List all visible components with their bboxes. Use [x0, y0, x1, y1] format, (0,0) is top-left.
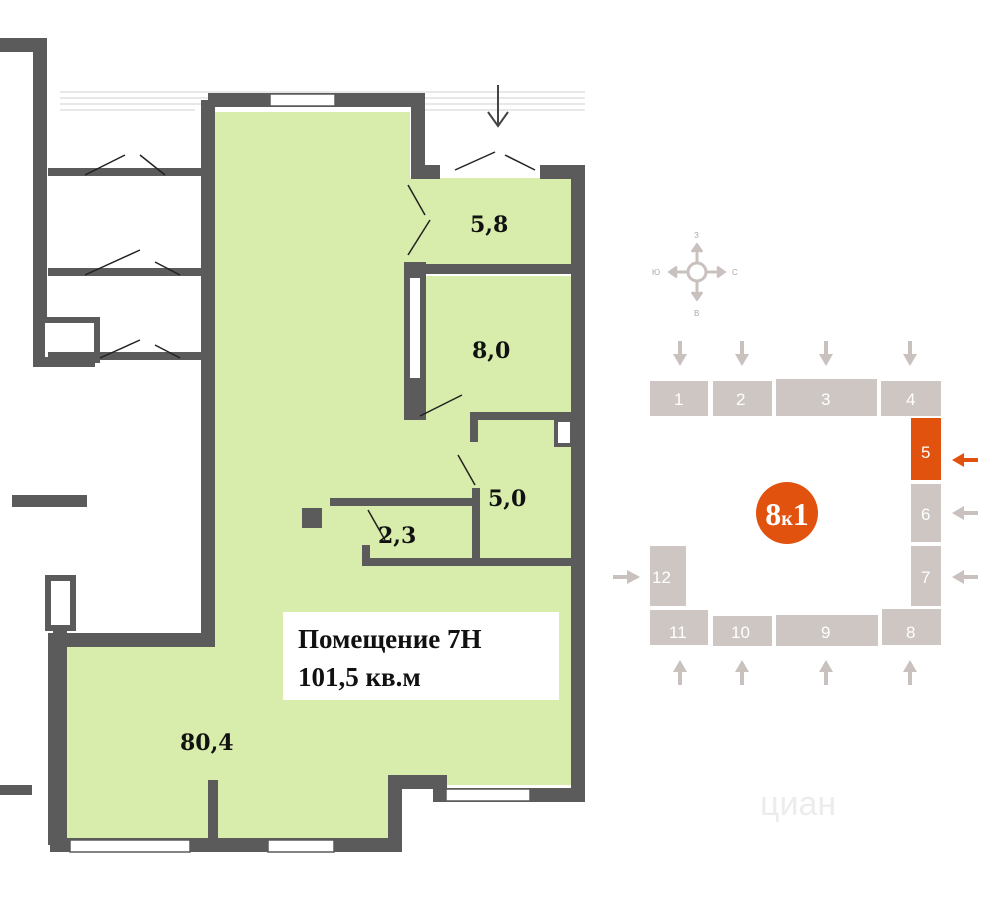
premises-area: 101,5 кв.м	[298, 662, 421, 692]
arrow-up-icon	[903, 660, 917, 685]
section-label: 10	[731, 623, 750, 642]
arrow-left-icon	[952, 506, 978, 520]
arrow-up-icon	[735, 660, 749, 685]
section-label: 3	[821, 390, 830, 409]
room-fills	[55, 112, 573, 840]
walls	[0, 38, 585, 852]
compass-west: Ю	[652, 268, 660, 277]
doors	[84, 151, 536, 541]
compass-icon	[667, 242, 727, 302]
section-label: 5	[921, 443, 930, 462]
section-label: 9	[821, 623, 830, 642]
premises-title: Помещение 7Н	[298, 624, 482, 654]
section-label: 12	[652, 568, 671, 587]
arrow-down-icon	[735, 341, 749, 366]
arrow-up-icon	[673, 660, 687, 685]
arrow-right-icon	[613, 570, 640, 584]
windows	[69, 93, 531, 853]
building-badge	[756, 482, 818, 544]
arrow-left-icon-highlighted	[952, 453, 978, 467]
interior-walls	[0, 168, 576, 840]
section-block	[776, 615, 878, 646]
section-block	[650, 610, 708, 645]
section-label: 6	[921, 505, 930, 524]
entrance-arrow-icon	[487, 85, 509, 128]
section-block	[650, 381, 708, 416]
room-area-label: 80,4	[180, 730, 234, 756]
room-area-label: 5,0	[488, 486, 526, 512]
section-block	[713, 381, 772, 416]
section-block	[776, 379, 877, 416]
room-area-label: 8,0	[472, 338, 510, 364]
section-block	[911, 546, 941, 606]
section-block-highlighted	[911, 418, 941, 480]
room-area-label: 5,8	[470, 212, 508, 238]
compass-north: З	[694, 231, 699, 240]
watermark-logo: циан	[760, 785, 836, 823]
arrow-down-icon	[903, 341, 917, 366]
arrow-left-icon	[952, 570, 978, 584]
room-area-label: 2,3	[378, 523, 416, 549]
section-label: 4	[906, 390, 915, 409]
compass-south: В	[694, 309, 699, 318]
section-block	[911, 484, 941, 542]
section-label: 7	[921, 568, 930, 587]
key-plan: 1 2 3 4 5 6 7 8 9 10 11 12	[650, 379, 941, 646]
arrow-up-icon	[819, 660, 833, 685]
section-block	[650, 546, 686, 606]
compass-east: С	[732, 268, 738, 277]
section-label: 8	[906, 623, 915, 642]
section-block	[713, 616, 772, 646]
section-label: 11	[669, 623, 687, 642]
arrow-down-icon	[819, 341, 833, 366]
info-box	[283, 612, 559, 700]
building-badge-label: 8к1	[765, 496, 809, 532]
section-block	[882, 609, 941, 645]
section-label: 2	[736, 390, 745, 409]
arrow-down-icon	[673, 341, 687, 366]
section-label: 1	[674, 390, 683, 409]
entrance-arrows	[613, 341, 978, 685]
section-block	[881, 381, 941, 416]
